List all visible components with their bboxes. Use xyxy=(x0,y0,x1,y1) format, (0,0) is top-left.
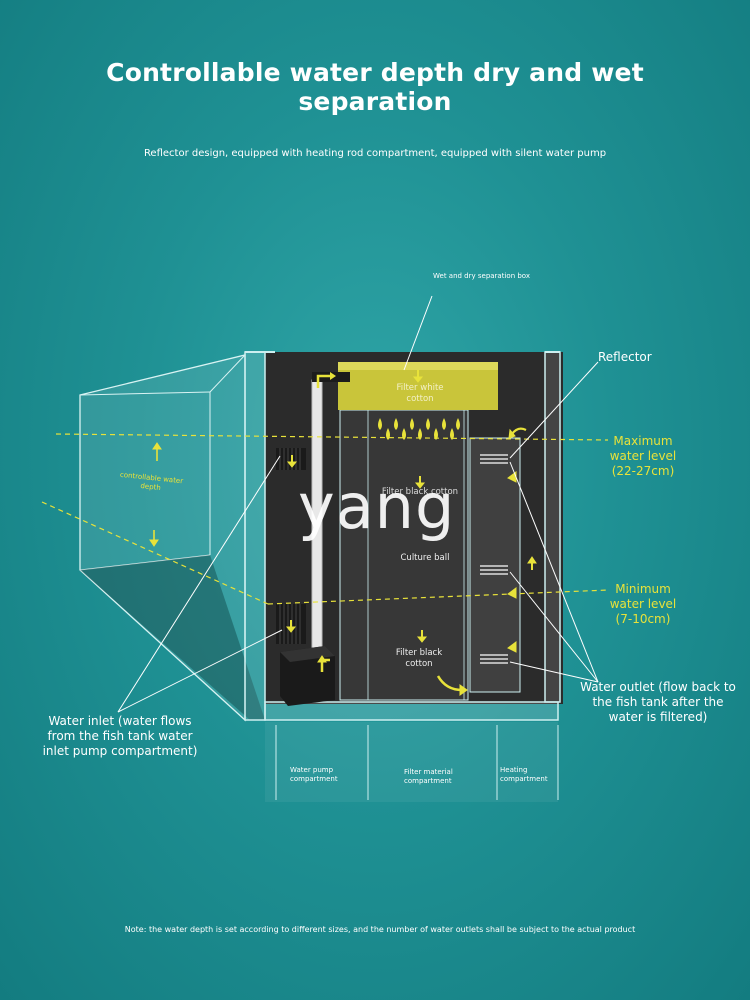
label-filter-black-cotton-lower: Filter black cotton xyxy=(395,648,443,669)
left-glass-tank xyxy=(79,354,265,722)
leader-lines xyxy=(117,295,599,713)
label-water-outlet: Water outlet (flow back to the fish tank… xyxy=(580,680,736,724)
label-water-inlet: Water inlet (water flows from the fish t… xyxy=(42,714,198,758)
max-level-line xyxy=(55,433,609,441)
outlet-slits xyxy=(480,454,508,664)
footer-note: Note: the water depth is set according t… xyxy=(124,925,636,934)
label-filter-white-cotton: Filter white cotton xyxy=(396,383,444,404)
label-heating-compartment: Heating compartment xyxy=(500,766,548,783)
label-pump-compartment: Water pump compartment xyxy=(290,766,338,783)
label-max-level: Maximum water level (22-27cm) xyxy=(609,434,677,478)
water-droplets xyxy=(378,418,460,440)
page-title: Controllable water depth dry and wet sep… xyxy=(106,58,644,116)
label-culture-ball: Culture ball xyxy=(400,553,450,563)
label-filter-material-compartment: Filter material compartment xyxy=(404,768,453,785)
min-level-line xyxy=(267,589,609,605)
flow-arrows xyxy=(149,370,537,696)
water-pump xyxy=(280,646,335,706)
label-wet-dry-box: Wet and dry separation box xyxy=(433,272,531,280)
page-subtitle: Reflector design, equipped with heating … xyxy=(143,148,607,159)
label-min-level: Minimum water level (7-10cm) xyxy=(609,582,677,626)
label-reflector: Reflector xyxy=(598,350,652,364)
label-filter-black-cotton-upper: Filter black cotton xyxy=(381,487,459,497)
watermark-text: yang xyxy=(298,470,456,543)
